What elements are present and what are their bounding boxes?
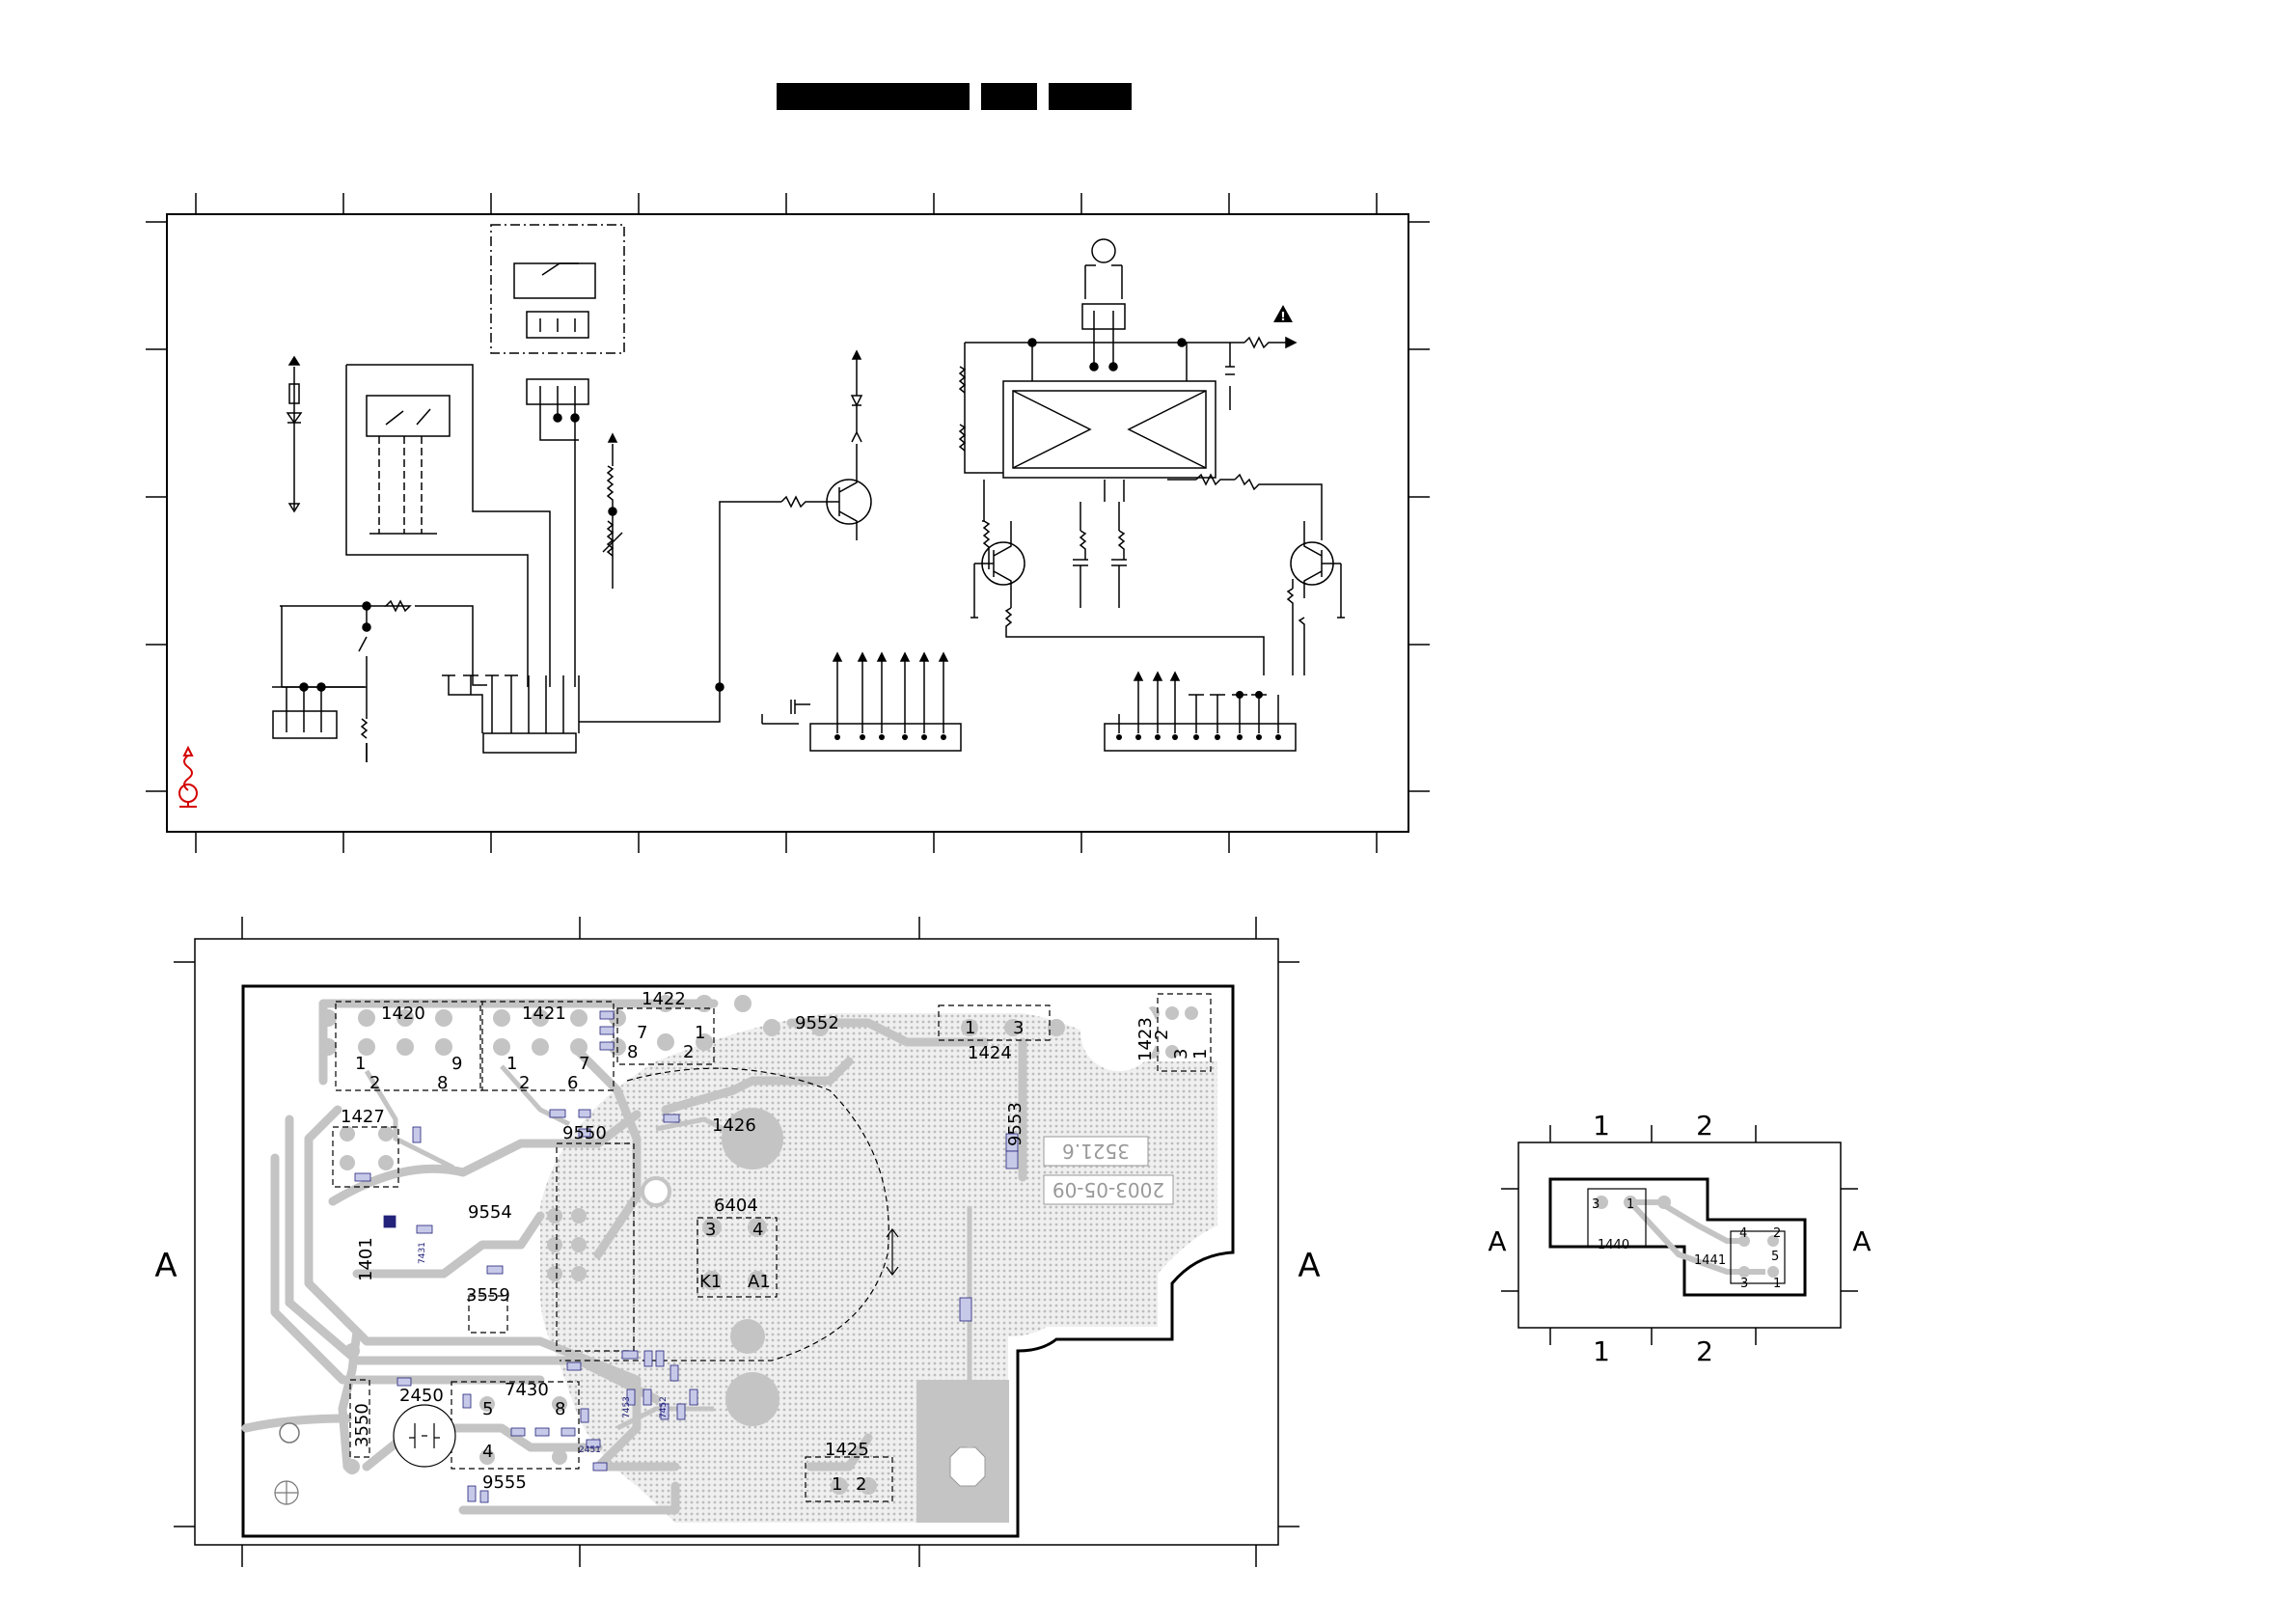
connector-3pin-left xyxy=(273,711,337,738)
smd-label-7452: 7452 xyxy=(659,1396,669,1418)
pin-1420-2: 2 xyxy=(369,1073,380,1093)
connector-10pin-right xyxy=(1105,724,1296,751)
mini-pin-1441-1: 1 xyxy=(1773,1277,1781,1291)
smd-label-7453: 7453 xyxy=(622,1396,632,1418)
ref-1421: 1421 xyxy=(522,1004,566,1024)
pin-7430-8: 8 xyxy=(555,1399,565,1419)
pin-1422-2: 2 xyxy=(683,1042,694,1062)
pcb-ground-plane xyxy=(540,1013,1217,1523)
ref-1401: 1401 xyxy=(356,1237,376,1281)
mini-ref-1441: 1441 xyxy=(1694,1253,1726,1268)
ref-3559: 3559 xyxy=(466,1285,510,1306)
pin-6404-a1: A1 xyxy=(748,1272,771,1292)
pin-1421-7: 7 xyxy=(579,1054,589,1074)
ref-1425: 1425 xyxy=(825,1440,869,1460)
mini-pin-1441-3: 3 xyxy=(1740,1277,1748,1291)
ref-1424: 1424 xyxy=(968,1043,1012,1063)
ref-9552: 9552 xyxy=(795,1013,839,1033)
led-icon xyxy=(287,357,301,511)
pin-1423-1: 1 xyxy=(1190,1049,1211,1059)
pin-1423-3: 3 xyxy=(1171,1049,1191,1059)
pin-1422-1: 1 xyxy=(695,1023,705,1043)
relay-body xyxy=(367,396,450,436)
esd-sensitive-icon xyxy=(179,748,197,807)
transistor-icon xyxy=(815,458,871,540)
mini-pin-1441-2: 2 xyxy=(1773,1226,1781,1241)
ref-9555: 9555 xyxy=(482,1472,527,1493)
mini-grid-left: A xyxy=(1488,1225,1506,1257)
pin-6404-k1: K1 xyxy=(699,1272,722,1292)
mini-grid-top-2: 2 xyxy=(1696,1110,1713,1142)
pin-dots xyxy=(834,691,1281,740)
smd-label-2451: 2451 xyxy=(579,1445,601,1455)
smd-label-7431: 7431 xyxy=(418,1242,427,1264)
pin-1422-8: 8 xyxy=(627,1042,638,1062)
board-date-code: 2003-05-09 xyxy=(1052,1178,1164,1201)
connector-2pin-lamp xyxy=(1082,304,1125,329)
pin-1425-2: 2 xyxy=(856,1474,866,1495)
ref-9554: 9554 xyxy=(468,1202,512,1223)
ref-7430: 7430 xyxy=(505,1380,549,1400)
ref-2450: 2450 xyxy=(399,1386,444,1406)
opamp-icon xyxy=(1013,391,1206,468)
mini-grid-top-1: 1 xyxy=(1593,1110,1610,1142)
pin-1422-7: 7 xyxy=(637,1023,647,1043)
schematic-frame xyxy=(167,214,1408,832)
pcb-edge-mark-right: A xyxy=(1298,1247,1320,1285)
pin-1421-2: 2 xyxy=(519,1073,530,1093)
transistor-icon xyxy=(974,521,1025,598)
transistor-icon xyxy=(1291,521,1341,598)
board-code: 3521.6 xyxy=(1062,1140,1130,1163)
ref-1420: 1420 xyxy=(381,1004,425,1024)
mini-grid-bottom-2: 2 xyxy=(1696,1335,1713,1367)
warning-triangle-icon: ! xyxy=(1273,305,1293,323)
pin-1421-1: 1 xyxy=(506,1054,517,1074)
mini-pin-1441-4: 4 xyxy=(1739,1226,1747,1241)
pcb-layout: A A xyxy=(154,917,1320,1567)
pin-7430-4: 4 xyxy=(482,1442,493,1462)
ref-6404: 6404 xyxy=(714,1196,758,1216)
ref-1422: 1422 xyxy=(642,989,686,1009)
mini-pin-1440-3: 3 xyxy=(1592,1197,1599,1212)
ref-1427: 1427 xyxy=(341,1107,385,1127)
pin-7430-5: 5 xyxy=(482,1399,493,1419)
pin-1424-3: 3 xyxy=(1013,1018,1024,1038)
pin-1423-2: 2 xyxy=(1152,1030,1172,1040)
ref-3550: 3550 xyxy=(352,1403,372,1447)
title-block-main xyxy=(777,83,970,110)
mini-pin-1441-5: 5 xyxy=(1771,1250,1779,1264)
mini-ref-1440: 1440 xyxy=(1598,1238,1629,1252)
pin-1425-1: 1 xyxy=(832,1474,842,1495)
connector-7pin-center xyxy=(810,724,961,751)
opamp-frame xyxy=(1003,381,1216,478)
svg-text:!: ! xyxy=(1280,310,1285,323)
pin-1420-8: 8 xyxy=(437,1073,448,1093)
pin-1420-9: 9 xyxy=(451,1054,462,1074)
switch-body xyxy=(514,263,595,298)
title-block-right xyxy=(1049,83,1132,110)
capacitor-2450 xyxy=(394,1405,455,1467)
pin-1420-1: 1 xyxy=(355,1054,366,1074)
ref-1426: 1426 xyxy=(712,1115,756,1136)
title-blocks xyxy=(777,83,1132,110)
lamp-icon xyxy=(1085,239,1122,299)
pin-6404-3: 3 xyxy=(705,1220,716,1240)
schematic-grid-ticks xyxy=(146,193,1430,853)
pin-6404-4: 4 xyxy=(752,1220,763,1240)
mini-pin-1440-1: 1 xyxy=(1626,1197,1634,1212)
ref-9550: 9550 xyxy=(562,1123,607,1143)
title-block-mid xyxy=(981,83,1037,110)
ref-9553: 9553 xyxy=(1005,1102,1025,1146)
mini-grid-right: A xyxy=(1852,1225,1871,1257)
connector-9pin-center xyxy=(483,733,576,753)
switch-option-box xyxy=(491,225,624,353)
pin-1424-1: 1 xyxy=(965,1018,975,1038)
schematic xyxy=(146,193,1430,853)
pcb-edge-mark-left: A xyxy=(154,1247,177,1285)
mini-pcb: 1 2 1 2 A A 3 1 1440 4 2 5 3 1 xyxy=(1488,1110,1871,1367)
pin-1421-6: 6 xyxy=(567,1073,578,1093)
mini-grid-bottom-1: 1 xyxy=(1593,1335,1610,1367)
